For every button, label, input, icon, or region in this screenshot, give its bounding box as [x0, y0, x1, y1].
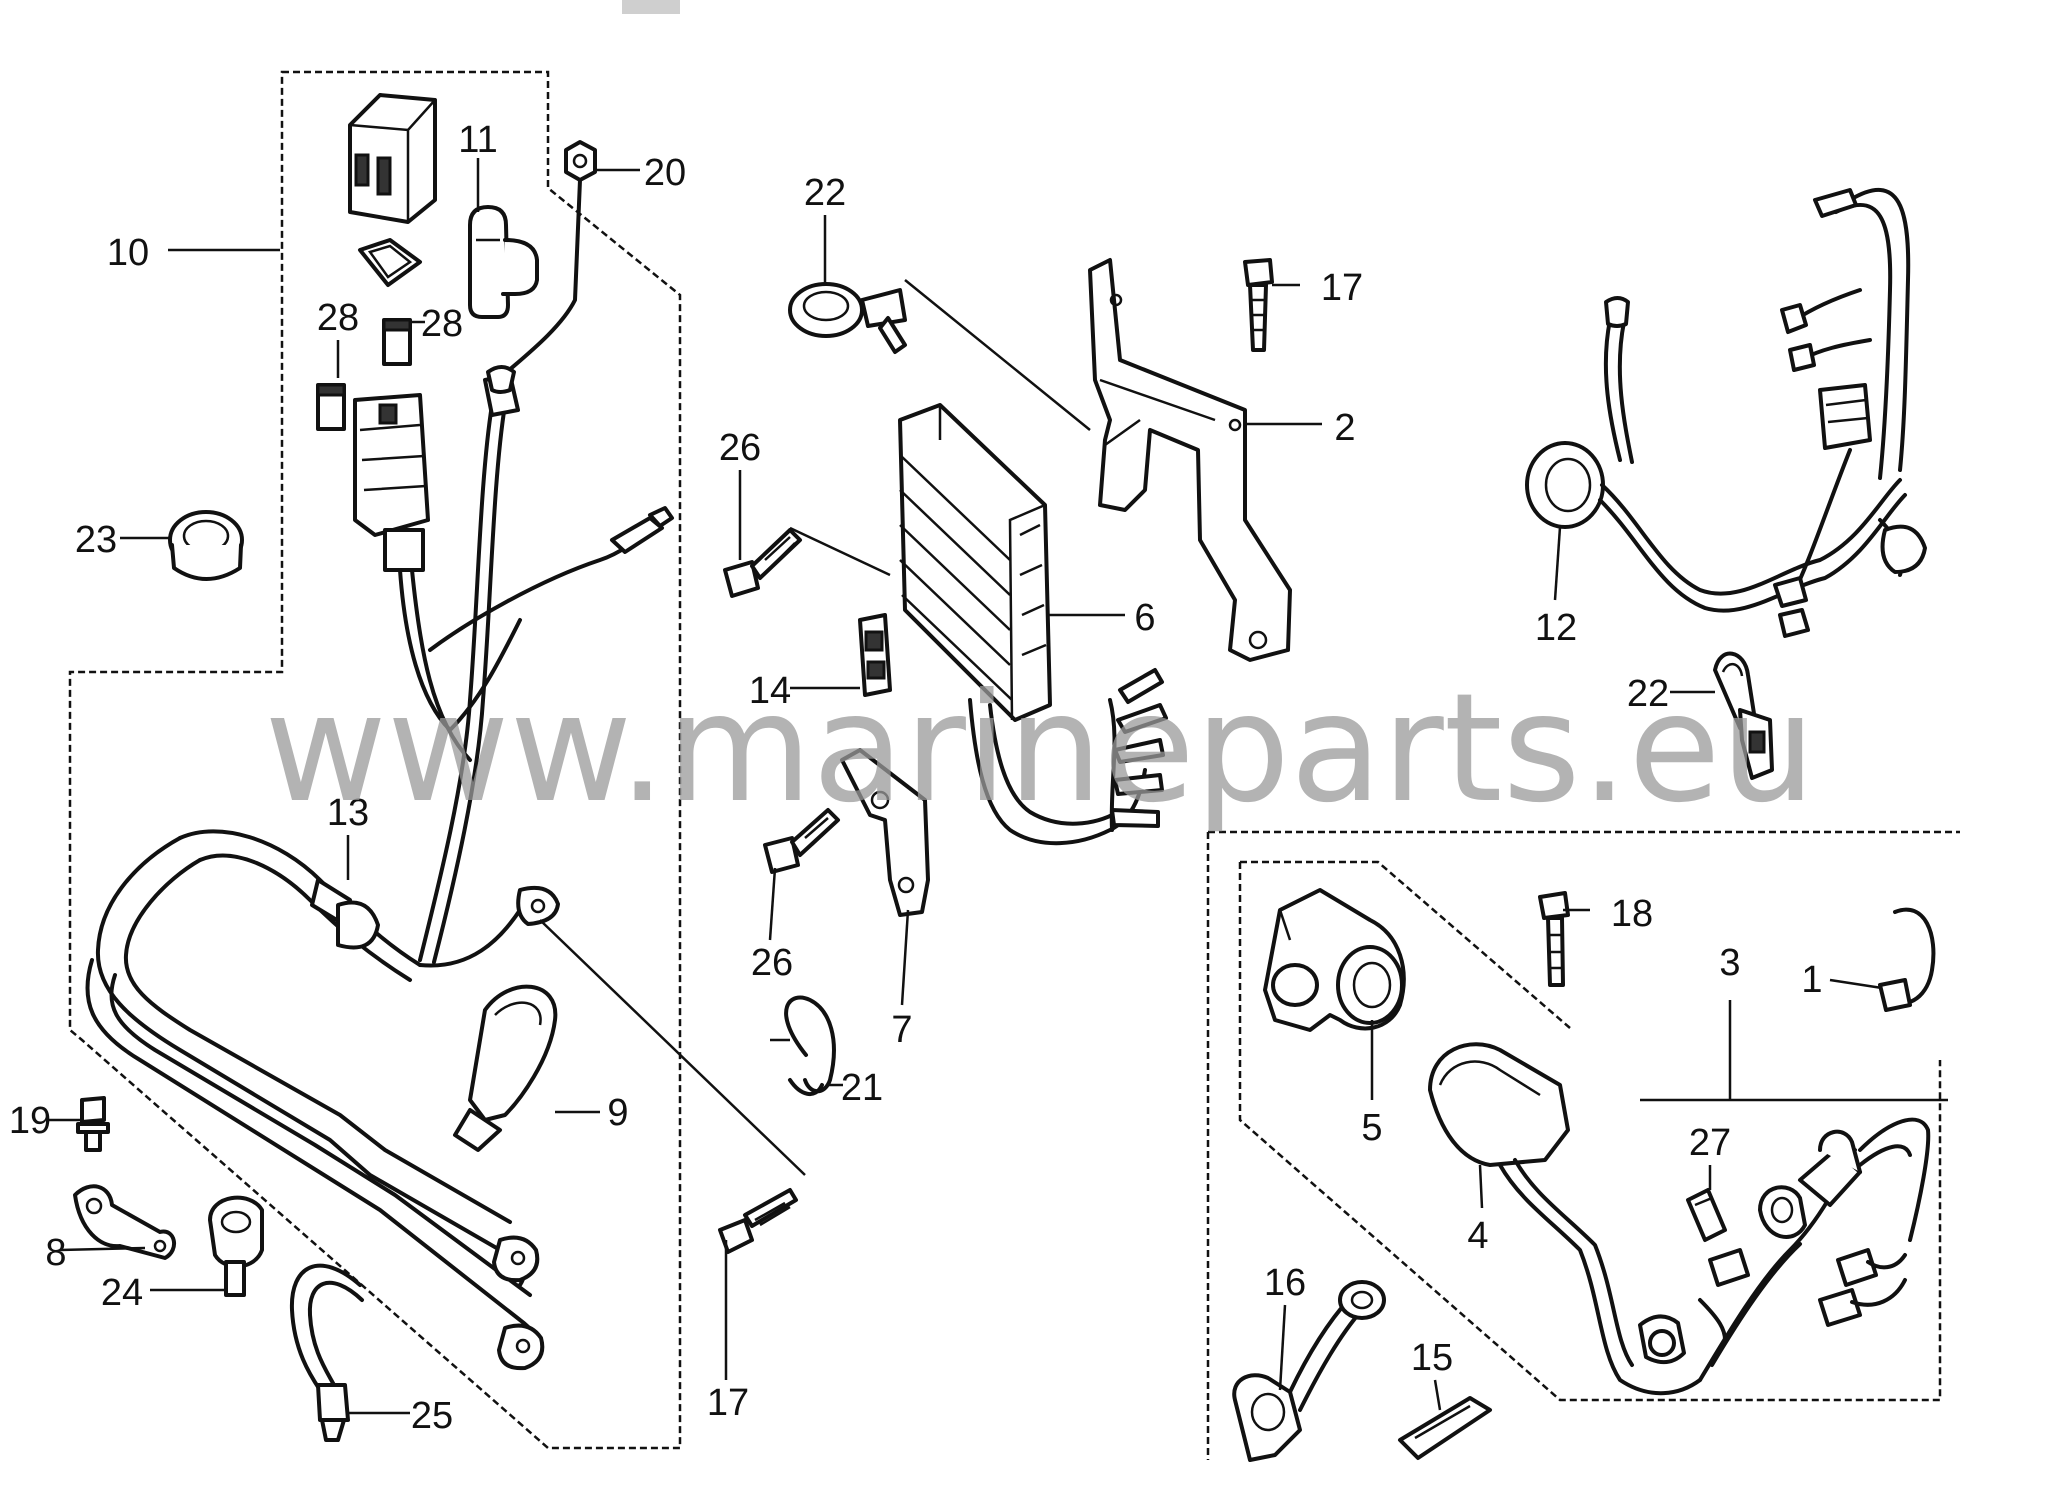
part-28-fuse-upper [382, 318, 412, 366]
part-13-battery-cables [85, 829, 560, 1371]
relay [348, 93, 437, 224]
callout-14: 14 [749, 670, 791, 712]
part-21-clip [784, 995, 836, 1096]
part-22-clamp-lower [1713, 651, 1774, 780]
callout-25: 25 [411, 1395, 453, 1437]
right-lower-frame [1206, 830, 1960, 1460]
callout-10: 10 [107, 232, 149, 274]
callout-17-lower: 17 [707, 1382, 749, 1424]
part-11-terminal-cover [468, 205, 539, 319]
leader-lines [48, 158, 1948, 1415]
callout-22-lower: 22 [1627, 673, 1669, 715]
part-16-lanyard [1232, 1280, 1386, 1462]
left-group-frame [68, 70, 682, 1450]
callout-4: 4 [1467, 1215, 1488, 1257]
part-1-clip [1878, 907, 1936, 1012]
callout-15: 15 [1411, 1337, 1453, 1379]
callout-2: 2 [1334, 407, 1355, 449]
callout-17-upper: 17 [1321, 267, 1363, 309]
part-14-connector [858, 613, 892, 697]
callout-8: 8 [45, 1232, 66, 1274]
callout-labels: 10 11 20 28 28 23 13 9 19 8 24 25 17 22 … [9, 119, 1823, 1437]
part-25-clip [289, 1263, 364, 1442]
part-26-bolt-upper [723, 528, 802, 598]
callout-1: 1 [1801, 959, 1822, 1001]
callout-7: 7 [891, 1009, 912, 1051]
part-10-harness-wires [398, 178, 674, 964]
part-9-clamp [453, 984, 558, 1152]
watermark: www.marineparts.eu [264, 662, 1816, 836]
part-12-harness [1525, 187, 1927, 638]
fuse-holder-cap [358, 238, 422, 287]
callout-22-upper: 22 [804, 172, 846, 214]
part-6-rectifier [898, 403, 1168, 846]
callout-26-upper: 26 [719, 427, 761, 469]
callout-6: 6 [1134, 597, 1155, 639]
callout-18: 18 [1611, 893, 1653, 935]
part-23-clamp [168, 510, 244, 581]
callout-9: 9 [607, 1092, 628, 1134]
callout-5: 5 [1361, 1107, 1382, 1149]
callout-3: 3 [1719, 942, 1740, 984]
part-17-bolt-upper [1243, 258, 1274, 352]
callout-21: 21 [841, 1067, 883, 1109]
part-22-clamp-upper [788, 282, 907, 354]
callout-11: 11 [458, 119, 497, 161]
callout-23: 23 [75, 519, 117, 561]
part-28-fuse-lower [316, 383, 346, 431]
part-24-clip [208, 1195, 264, 1297]
part-4-switch-housing [1428, 1042, 1702, 1396]
part-5-cap [1263, 888, 1406, 1032]
part-19-bolt [76, 1096, 110, 1152]
scan-mark [622, 0, 680, 14]
part-15-plate [1398, 1396, 1492, 1460]
callout-27: 27 [1689, 1122, 1731, 1164]
callout-13: 13 [327, 792, 369, 834]
part-2-bracket [1088, 258, 1292, 662]
harness-connector-block [353, 393, 430, 572]
callout-24: 24 [101, 1272, 143, 1314]
callout-20: 20 [644, 152, 686, 194]
callout-28-left: 28 [317, 297, 359, 339]
callout-28-right: 28 [421, 303, 463, 345]
part-26-bolt-lower [763, 808, 840, 874]
callout-26-lower: 26 [751, 942, 793, 984]
callout-19: 19 [9, 1100, 51, 1142]
part-20-nut [564, 140, 597, 182]
part-8-bracket [73, 1184, 176, 1260]
part-3-sub-harness [1638, 1117, 1931, 1382]
part-27-fuse [1686, 1188, 1727, 1242]
part-17-bolt-lower [718, 1188, 798, 1254]
callout-16: 16 [1264, 1262, 1306, 1304]
callout-12: 12 [1535, 607, 1577, 649]
part-7-bracket [840, 748, 930, 917]
part-18-bolt [1538, 891, 1570, 987]
